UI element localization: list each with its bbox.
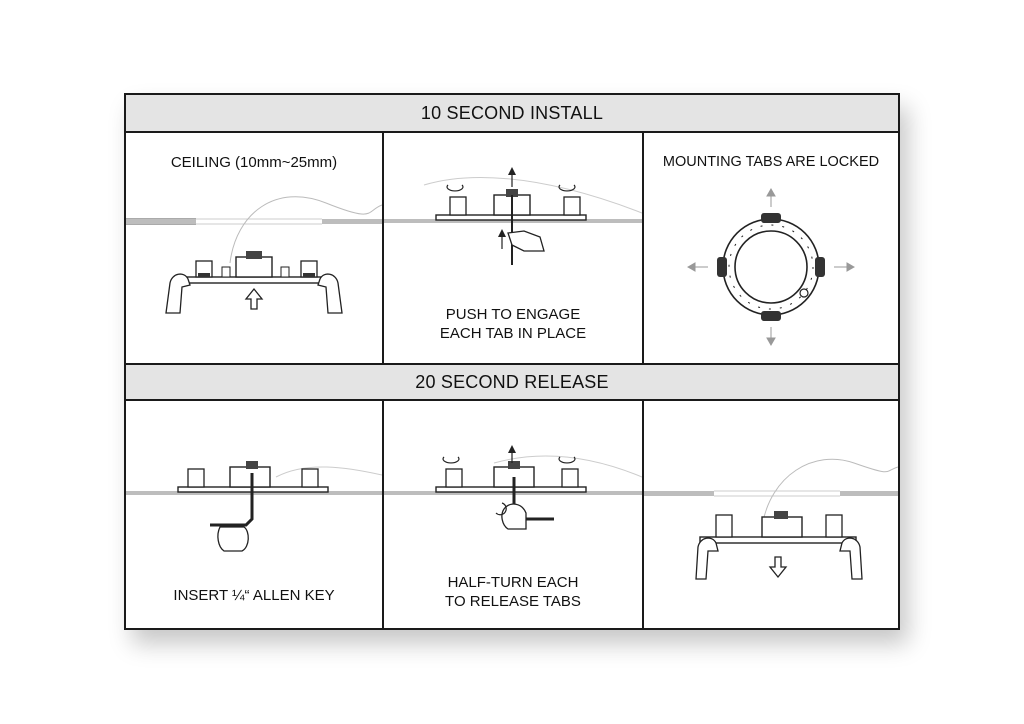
rotate-arrow-icon [442,456,460,464]
speaker-wire [761,458,898,528]
ceiling-board-right [322,219,382,224]
up-arrow-icon [508,445,516,453]
hand-icon [501,503,527,530]
speaker-wire [229,196,382,264]
removal-illustration [644,458,898,580]
mounting-ring-illustration [686,187,856,347]
release-section-title: 20 SECOND RELEASE [126,363,898,401]
tabs-locked-label: MOUNTING TABS ARE LOCKED [662,154,880,170]
hand-icon [507,230,545,252]
ceiling-board [126,491,382,495]
rotate-arrow-icon [495,502,507,516]
panel-ceiling: CEILING (10mm~25mm) [126,133,384,363]
install-section-title: 10 SECOND INSTALL [126,95,898,133]
push-illustration [384,167,642,265]
installation-diagram: 10 SECOND INSTALL CEILING (10mm~25mm) [124,93,900,630]
allen-key-caption: INSERT ¼“ ALLEN KEY [173,587,335,604]
speaker-bracket-icon [699,511,857,544]
up-arrow-icon [498,229,506,237]
panel-half-turn: HALF-TURN EACH TO RELEASE TABS [384,401,644,630]
expand-arrows-icon [686,187,856,347]
panel-push-engage: PUSH TO ENGAGE EACH TAB IN PLACE [384,133,644,363]
ceiling-label: CEILING (10mm~25mm) [170,154,338,171]
up-arrow-icon [508,167,516,175]
mounting-ring-icon [717,213,825,321]
half-turn-caption-line2: TO RELEASE TABS [445,593,581,610]
ceiling-illustration [126,196,382,314]
half-turn-illustration [384,445,642,530]
push-caption-line2: EACH TAB IN PLACE [439,325,587,342]
hands-icon [165,273,343,314]
ceiling-board-right [840,491,898,496]
rotate-arrow-icon [558,456,576,464]
push-caption-line1: PUSH TO ENGAGE [445,306,581,323]
hand-icon [217,526,249,552]
panel-remove-speaker [644,401,898,630]
down-arrow-icon [768,556,788,579]
up-arrow-icon [244,287,264,310]
half-turn-caption-line1: HALF-TURN EACH [447,574,579,591]
hands-icon [695,537,863,580]
allen-key-icon [210,473,254,527]
ceiling-board-left [644,491,714,496]
rotate-arrow-icon [558,184,576,192]
rotate-arrow-icon [446,184,464,192]
panel-insert-allen-key: INSERT ¼“ ALLEN KEY [126,401,384,630]
ceiling-board-left [126,219,196,224]
panel-tabs-locked: MOUNTING TABS ARE LOCKED [644,133,898,363]
speaker-bracket-icon [435,461,587,493]
speaker-bracket-icon [177,251,329,284]
allen-key-illustration [126,461,382,552]
